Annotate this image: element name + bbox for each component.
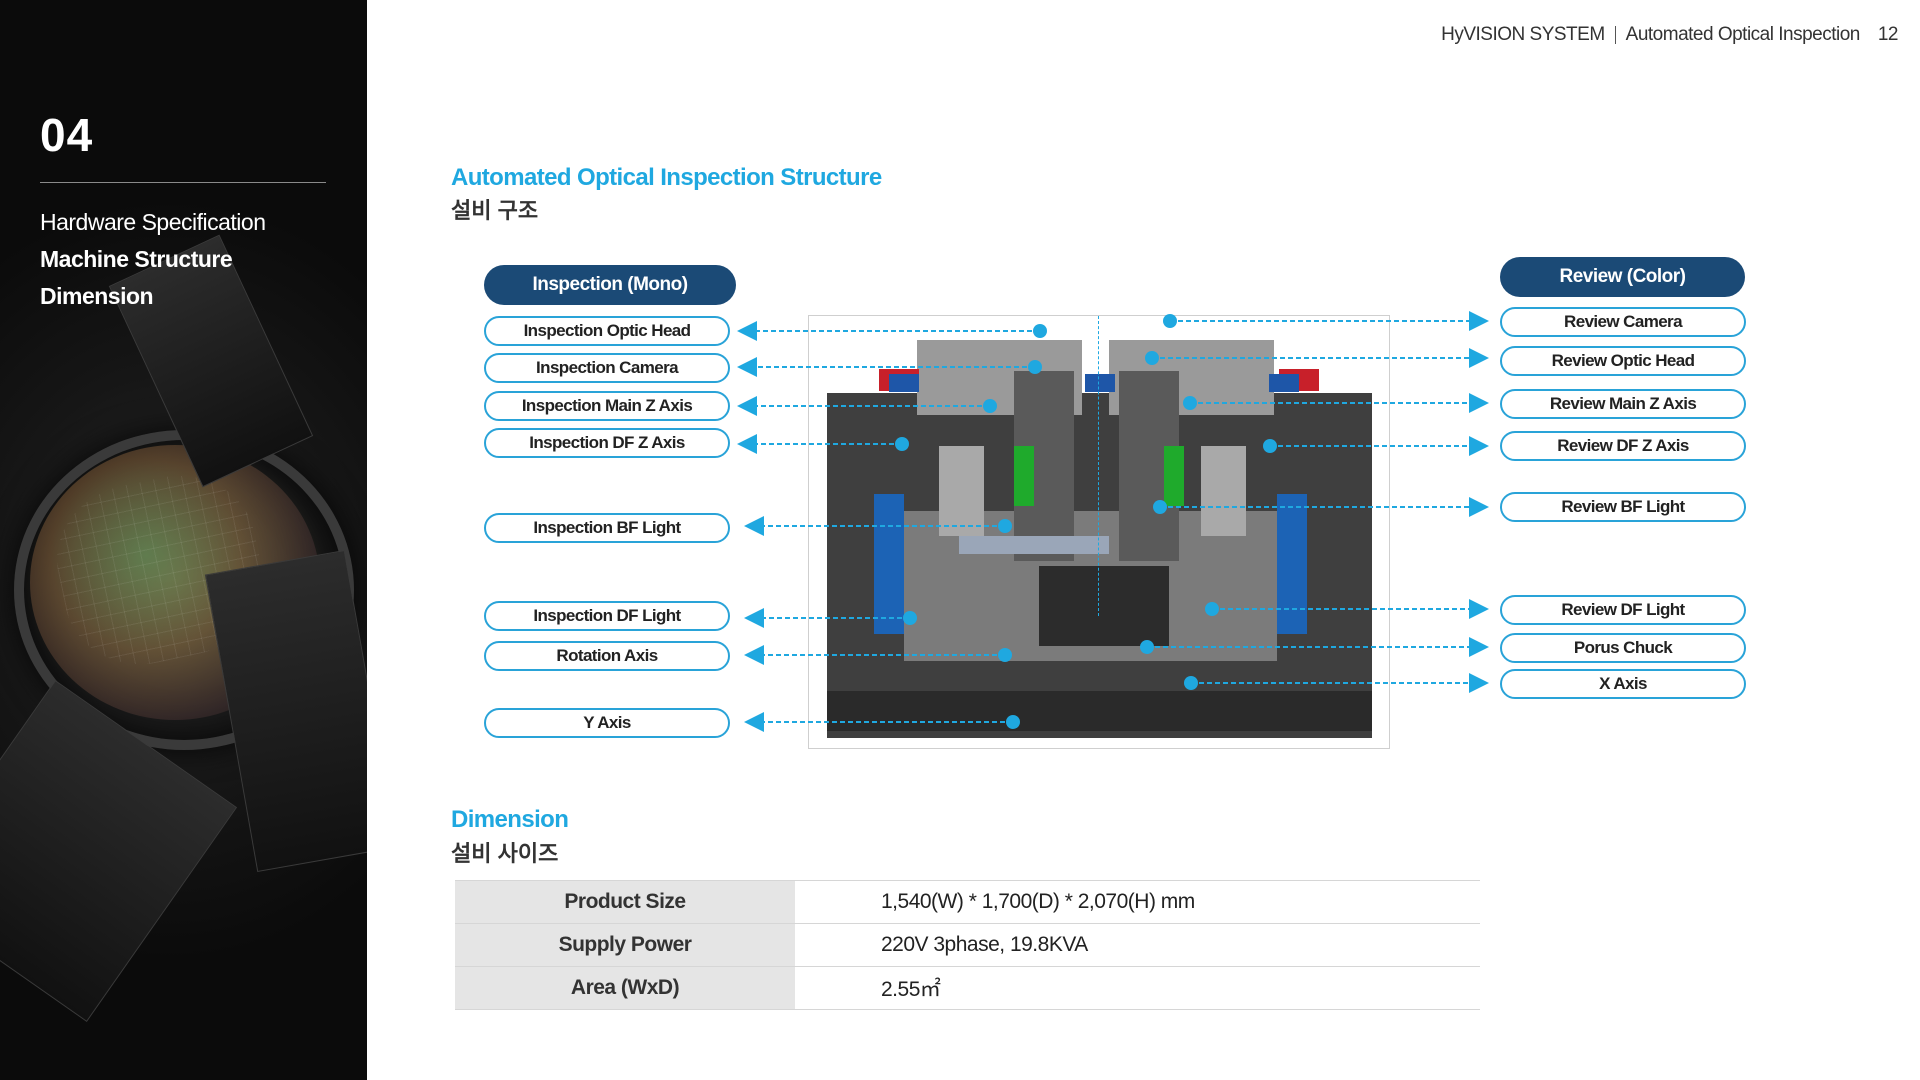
header-section: Automated Optical Inspection [1625, 24, 1861, 45]
dimension-subtitle: 설비 사이즈 [451, 841, 559, 866]
callout-dot [895, 437, 909, 451]
label-inspection-df-z-axis: Inspection DF Z Axis [484, 428, 730, 458]
label-review-df-z-axis: Review DF Z Axis [1500, 431, 1746, 461]
sidebar: 04 Hardware Specification Machine Struct… [0, 0, 367, 1080]
label-porus-chuck: Porus Chuck [1500, 633, 1746, 663]
callout-dot [1033, 324, 1047, 338]
page-number: 12 [1877, 24, 1899, 45]
menu-item-machine-structure[interactable]: Machine Structure [40, 246, 233, 272]
callout-dot [1263, 439, 1277, 453]
callout-dot [1006, 715, 1020, 729]
dimension-table: Product Size 1,540(W) * 1,700(D) * 2,070… [455, 880, 1480, 1010]
label-review-optic-head: Review Optic Head [1500, 346, 1746, 376]
table-row: Product Size 1,540(W) * 1,700(D) * 2,070… [455, 880, 1480, 924]
callout-dot [1183, 396, 1197, 410]
bf-light-rail [959, 536, 1109, 554]
label-review-df-light: Review DF Light [1500, 595, 1746, 625]
table-row: Supply Power 220V 3phase, 19.8KVA [455, 923, 1480, 967]
callout-dot [1184, 676, 1198, 690]
rotation-chuck [1039, 566, 1169, 646]
green-part-left [1014, 446, 1034, 506]
df-z-carriage-left [939, 446, 984, 536]
spec-value-area: 2.55㎡ [795, 966, 1480, 1010]
menu-item-dimension[interactable]: Dimension [40, 283, 154, 309]
review-group-header: Review (Color) [1500, 257, 1745, 297]
df-z-carriage-right [1201, 446, 1246, 536]
base-plate [827, 691, 1372, 731]
callout-dot [998, 648, 1012, 662]
spec-value-product-size: 1,540(W) * 1,700(D) * 2,070(H) mm [795, 880, 1480, 924]
label-inspection-df-light: Inspection DF Light [484, 601, 730, 631]
center-axis-line [1098, 316, 1099, 616]
spec-key-area: Area (WxD) [455, 966, 795, 1010]
green-part-right [1164, 446, 1184, 506]
menu-item-hardware-specification[interactable]: Hardware Specification [40, 209, 266, 235]
label-review-bf-light: Review BF Light [1500, 492, 1746, 522]
spec-key-supply-power: Supply Power [455, 923, 795, 967]
spec-value-supply-power: 220V 3phase, 19.8KVA [795, 923, 1480, 967]
chapter-divider [40, 182, 326, 183]
inspection-group-header: Inspection (Mono) [484, 265, 736, 305]
callout-dot [1140, 640, 1154, 654]
label-x-axis: X Axis [1500, 669, 1746, 699]
label-rotation-axis: Rotation Axis [484, 641, 730, 671]
blue-block-left [889, 374, 919, 392]
callout-dot [1028, 360, 1042, 374]
callout-dot [903, 611, 917, 625]
callout-dot [998, 519, 1012, 533]
label-review-main-z-axis: Review Main Z Axis [1500, 389, 1746, 419]
structure-subtitle: 설비 구조 [451, 198, 539, 223]
chapter-number: 04 [40, 109, 94, 161]
dimension-title: Dimension [451, 806, 569, 833]
sidebar-menu: Hardware Specification Machine Structure… [40, 204, 266, 315]
blue-panel-right [1277, 494, 1307, 634]
label-inspection-camera: Inspection Camera [484, 353, 730, 383]
spec-key-product-size: Product Size [455, 880, 795, 924]
blue-panel-left [874, 494, 904, 634]
label-inspection-main-z-axis: Inspection Main Z Axis [484, 391, 730, 421]
label-y-axis: Y Axis [484, 708, 730, 738]
label-inspection-bf-light: Inspection BF Light [484, 513, 730, 543]
header-divider [1614, 26, 1616, 44]
label-inspection-optic-head: Inspection Optic Head [484, 316, 730, 346]
label-review-camera: Review Camera [1500, 307, 1746, 337]
callout-dot [983, 399, 997, 413]
callout-dot [1153, 500, 1167, 514]
page-header: HyVISION SYSTEM Automated Optical Inspec… [1441, 24, 1898, 46]
machine-diagram [808, 315, 1390, 749]
callout-dot [1205, 602, 1219, 616]
brand-name: HyVISION SYSTEM [1441, 24, 1605, 45]
callout-dot [1163, 314, 1177, 328]
table-row: Area (WxD) 2.55㎡ [455, 966, 1480, 1010]
structure-title: Automated Optical Inspection Structure [451, 164, 882, 191]
blue-block-center [1085, 374, 1115, 392]
callout-dot [1145, 351, 1159, 365]
blue-block-right [1269, 374, 1299, 392]
